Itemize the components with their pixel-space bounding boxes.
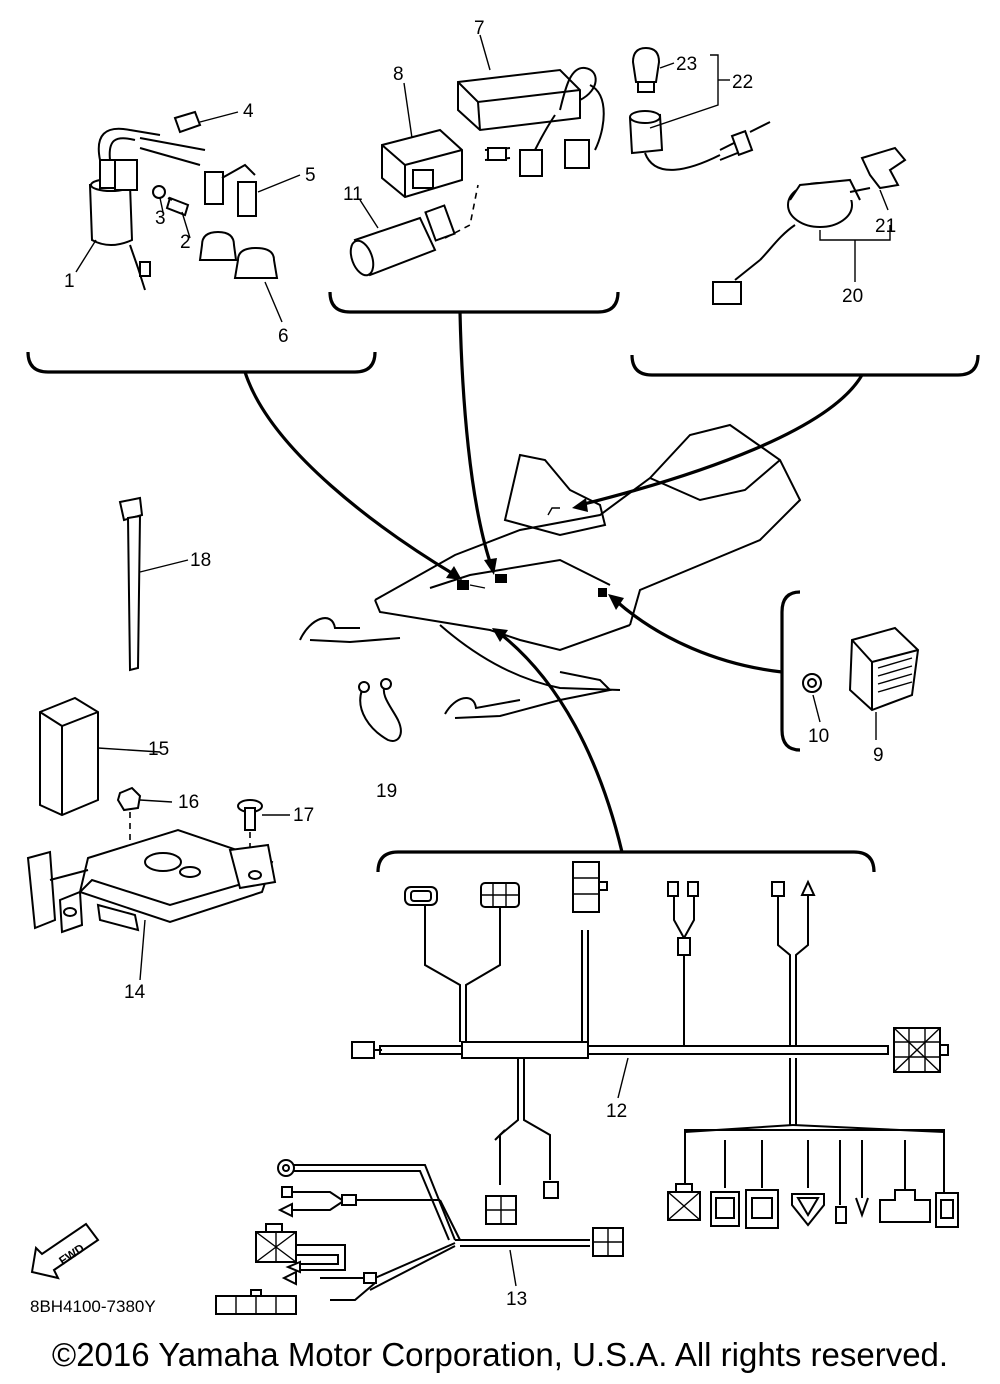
bolt-part-17	[237, 799, 263, 831]
callout-14: 14	[124, 982, 146, 1003]
callout-2: 2	[180, 232, 191, 253]
callout-6: 6	[278, 326, 289, 347]
callout-1: 1	[64, 271, 75, 292]
relay-part-8	[381, 128, 463, 199]
callout-13: 13	[506, 1289, 527, 1310]
callout-3: 3	[155, 208, 166, 229]
wire-harness-part-12	[351, 861, 959, 1229]
leader-ignition	[243, 371, 456, 577]
cable-tie-part-18	[118, 496, 144, 672]
callout-22: 22	[732, 72, 753, 93]
bracket-part-14	[26, 828, 277, 934]
washer-part-3	[152, 185, 166, 199]
callout-16: 16	[178, 792, 199, 813]
spark-plug-cap	[139, 137, 257, 217]
callout-18: 18	[190, 550, 211, 571]
key-part-21	[860, 146, 907, 190]
callout-8: 8	[393, 64, 404, 85]
group-bracket-cdi	[328, 291, 620, 314]
callout-4: 4	[243, 101, 254, 122]
rectifier-regulator-part-9	[848, 626, 920, 712]
bulb-part-23	[631, 46, 661, 93]
pilot-lamp-part-22	[628, 110, 771, 171]
figure-code: 8BH4100-7380Y	[30, 1297, 156, 1316]
ignition-coil	[88, 127, 161, 291]
callout-19: 19	[376, 781, 397, 802]
forward-arrow-icon: FWD	[30, 1222, 100, 1280]
main-switch-part-20	[712, 178, 871, 305]
callout-11: 11	[343, 184, 363, 205]
group-bracket-switch	[630, 354, 980, 377]
leader-rectifier	[613, 598, 783, 674]
callout-21: 21	[875, 216, 896, 237]
cover-part-15	[39, 696, 99, 817]
callout-9: 9	[873, 745, 884, 766]
snowmobile-illustration	[299, 423, 802, 719]
leader-switch	[579, 374, 864, 507]
group-bracket-rectifier	[780, 590, 801, 752]
group-bracket-harness	[376, 850, 876, 873]
grommet-part-6	[198, 230, 279, 279]
callout-23: 23	[676, 54, 697, 75]
group-bracket-ignition	[26, 351, 377, 374]
callout-7: 7	[474, 18, 485, 39]
cdi-unit	[457, 66, 605, 177]
sub-harness-part-13	[215, 1159, 624, 1315]
leader-harness	[497, 630, 624, 853]
callout-20: 20	[842, 286, 863, 307]
callout-5: 5	[305, 165, 316, 186]
leader-cdi	[458, 311, 492, 563]
clip-part-4	[173, 110, 202, 134]
nut-part-10	[802, 673, 822, 693]
clamp-part-19	[358, 678, 402, 742]
callout-12: 12	[606, 1101, 627, 1122]
starter-relay-part-11	[349, 204, 456, 277]
callout-17: 17	[293, 805, 314, 826]
bolt-part-2	[165, 196, 190, 217]
copyright-notice: ©2016 Yamaha Motor Corporation, U.S.A. A…	[51, 1336, 949, 1373]
callout-15: 15	[148, 739, 169, 760]
callout-10: 10	[808, 726, 829, 747]
nut-part-16	[116, 786, 142, 812]
